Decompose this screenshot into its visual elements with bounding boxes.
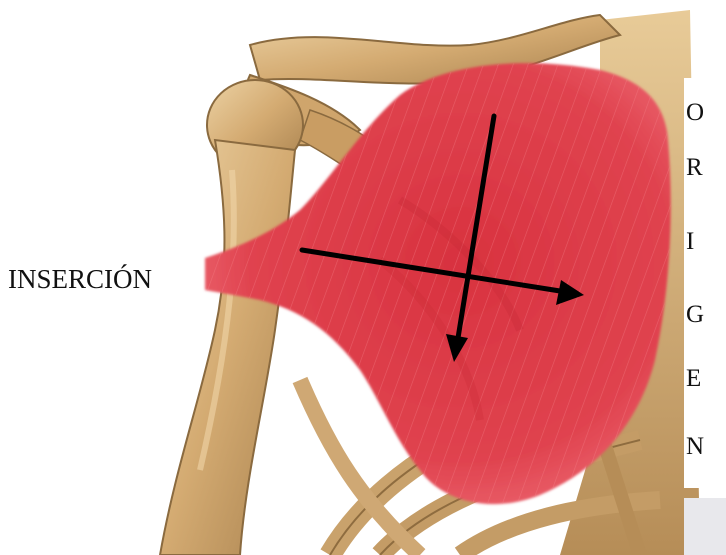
origin-letter-g: G (686, 302, 704, 327)
origin-letter-r: R (686, 155, 703, 180)
corner-strip (684, 498, 726, 555)
origin-letter-n: N (686, 434, 704, 459)
origin-letter-o: O (686, 100, 704, 125)
origin-letter-i: I (686, 229, 694, 254)
insertion-label: INSERCIÓN (8, 264, 152, 295)
insertion-label-box: INSERCIÓN (0, 252, 200, 306)
origin-label-box: O R I G E N (684, 78, 726, 488)
humerus (160, 80, 303, 555)
origin-letter-e: E (686, 366, 701, 391)
